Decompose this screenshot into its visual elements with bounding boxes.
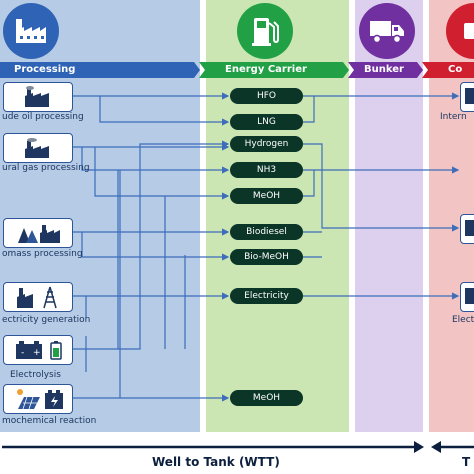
consumer-label-electric-motor: Electr — [452, 315, 474, 325]
consumer-box-fuel-cell — [460, 214, 474, 244]
solar-battery-icon — [14, 387, 66, 411]
oil-refinery-icon — [24, 86, 54, 108]
electrolysis-box: - + — [3, 335, 73, 365]
carrier-meoh-thermochemical: MeOH — [230, 390, 303, 406]
source-label-biomass: omass processing — [2, 249, 83, 259]
processing-banner-label: Processing — [14, 64, 76, 75]
source-label-electrolysis: Electrolysis — [10, 370, 61, 380]
consumer-label-internal-combustion: Intern — [440, 112, 467, 122]
carrier-nh3: NH3 — [230, 162, 303, 178]
electric-motor-icon — [465, 288, 474, 304]
bunker-banner: Bunker — [348, 62, 423, 78]
svg-text:+: + — [33, 348, 41, 358]
source-label-crude-oil: ude oil processing — [2, 112, 84, 122]
carrier-bio-meoh: Bio-MeOH — [230, 249, 303, 265]
engine-icon — [465, 88, 474, 104]
bunker-banner-label: Bunker — [364, 64, 404, 75]
truck-icon — [369, 18, 405, 44]
natural-gas-processing-box — [3, 133, 73, 163]
energy-carrier-banner-label: Energy Carrier — [225, 64, 307, 75]
carrier-meoh: MeOH — [230, 188, 303, 204]
bunker-header-circle — [359, 3, 415, 59]
biomass-plant-icon — [16, 222, 62, 244]
carrier-hydrogen: Hydrogen — [230, 136, 303, 152]
consumption-banner-label: Co — [448, 64, 463, 75]
factory-icon — [14, 17, 48, 45]
well-to-tank-label: Well to Tank (WTT) — [152, 455, 280, 469]
consumption-icon — [461, 18, 474, 44]
electrolysis-battery-icon: - + — [14, 339, 64, 361]
gas-plant-icon — [24, 137, 54, 159]
processing-banner: Processing — [0, 62, 200, 78]
energy-carrier-header-circle — [237, 3, 293, 59]
carrier-hfo: HFO — [230, 88, 303, 104]
processing-header-circle — [3, 3, 59, 59]
carrier-biodiesel: Biodiesel — [230, 224, 303, 240]
consumer-box-internal-combustion — [460, 82, 474, 112]
svg-text:-: - — [21, 348, 24, 358]
carrier-electricity: Electricity — [230, 288, 303, 304]
carrier-lng: LNG — [230, 114, 303, 130]
electricity-generation-box — [3, 282, 73, 312]
source-label-natural-gas: ural gas processing — [2, 163, 90, 173]
fuel-cell-icon — [465, 220, 474, 236]
tank-to-wake-label: T — [462, 455, 471, 469]
consumption-banner: Co — [422, 62, 474, 78]
biomass-processing-box — [3, 218, 73, 248]
fuel-pump-icon — [250, 15, 280, 47]
consumer-box-electric-motor — [460, 282, 474, 312]
source-label-electricity-generation: ectricity generation — [2, 315, 91, 325]
energy-carrier-banner: Energy Carrier — [199, 62, 349, 78]
power-generation-icon — [16, 285, 62, 309]
thermochemical-reaction-box — [3, 384, 73, 414]
crude-oil-processing-box — [3, 82, 73, 112]
source-label-thermochemical: mochemical reaction — [2, 416, 97, 426]
